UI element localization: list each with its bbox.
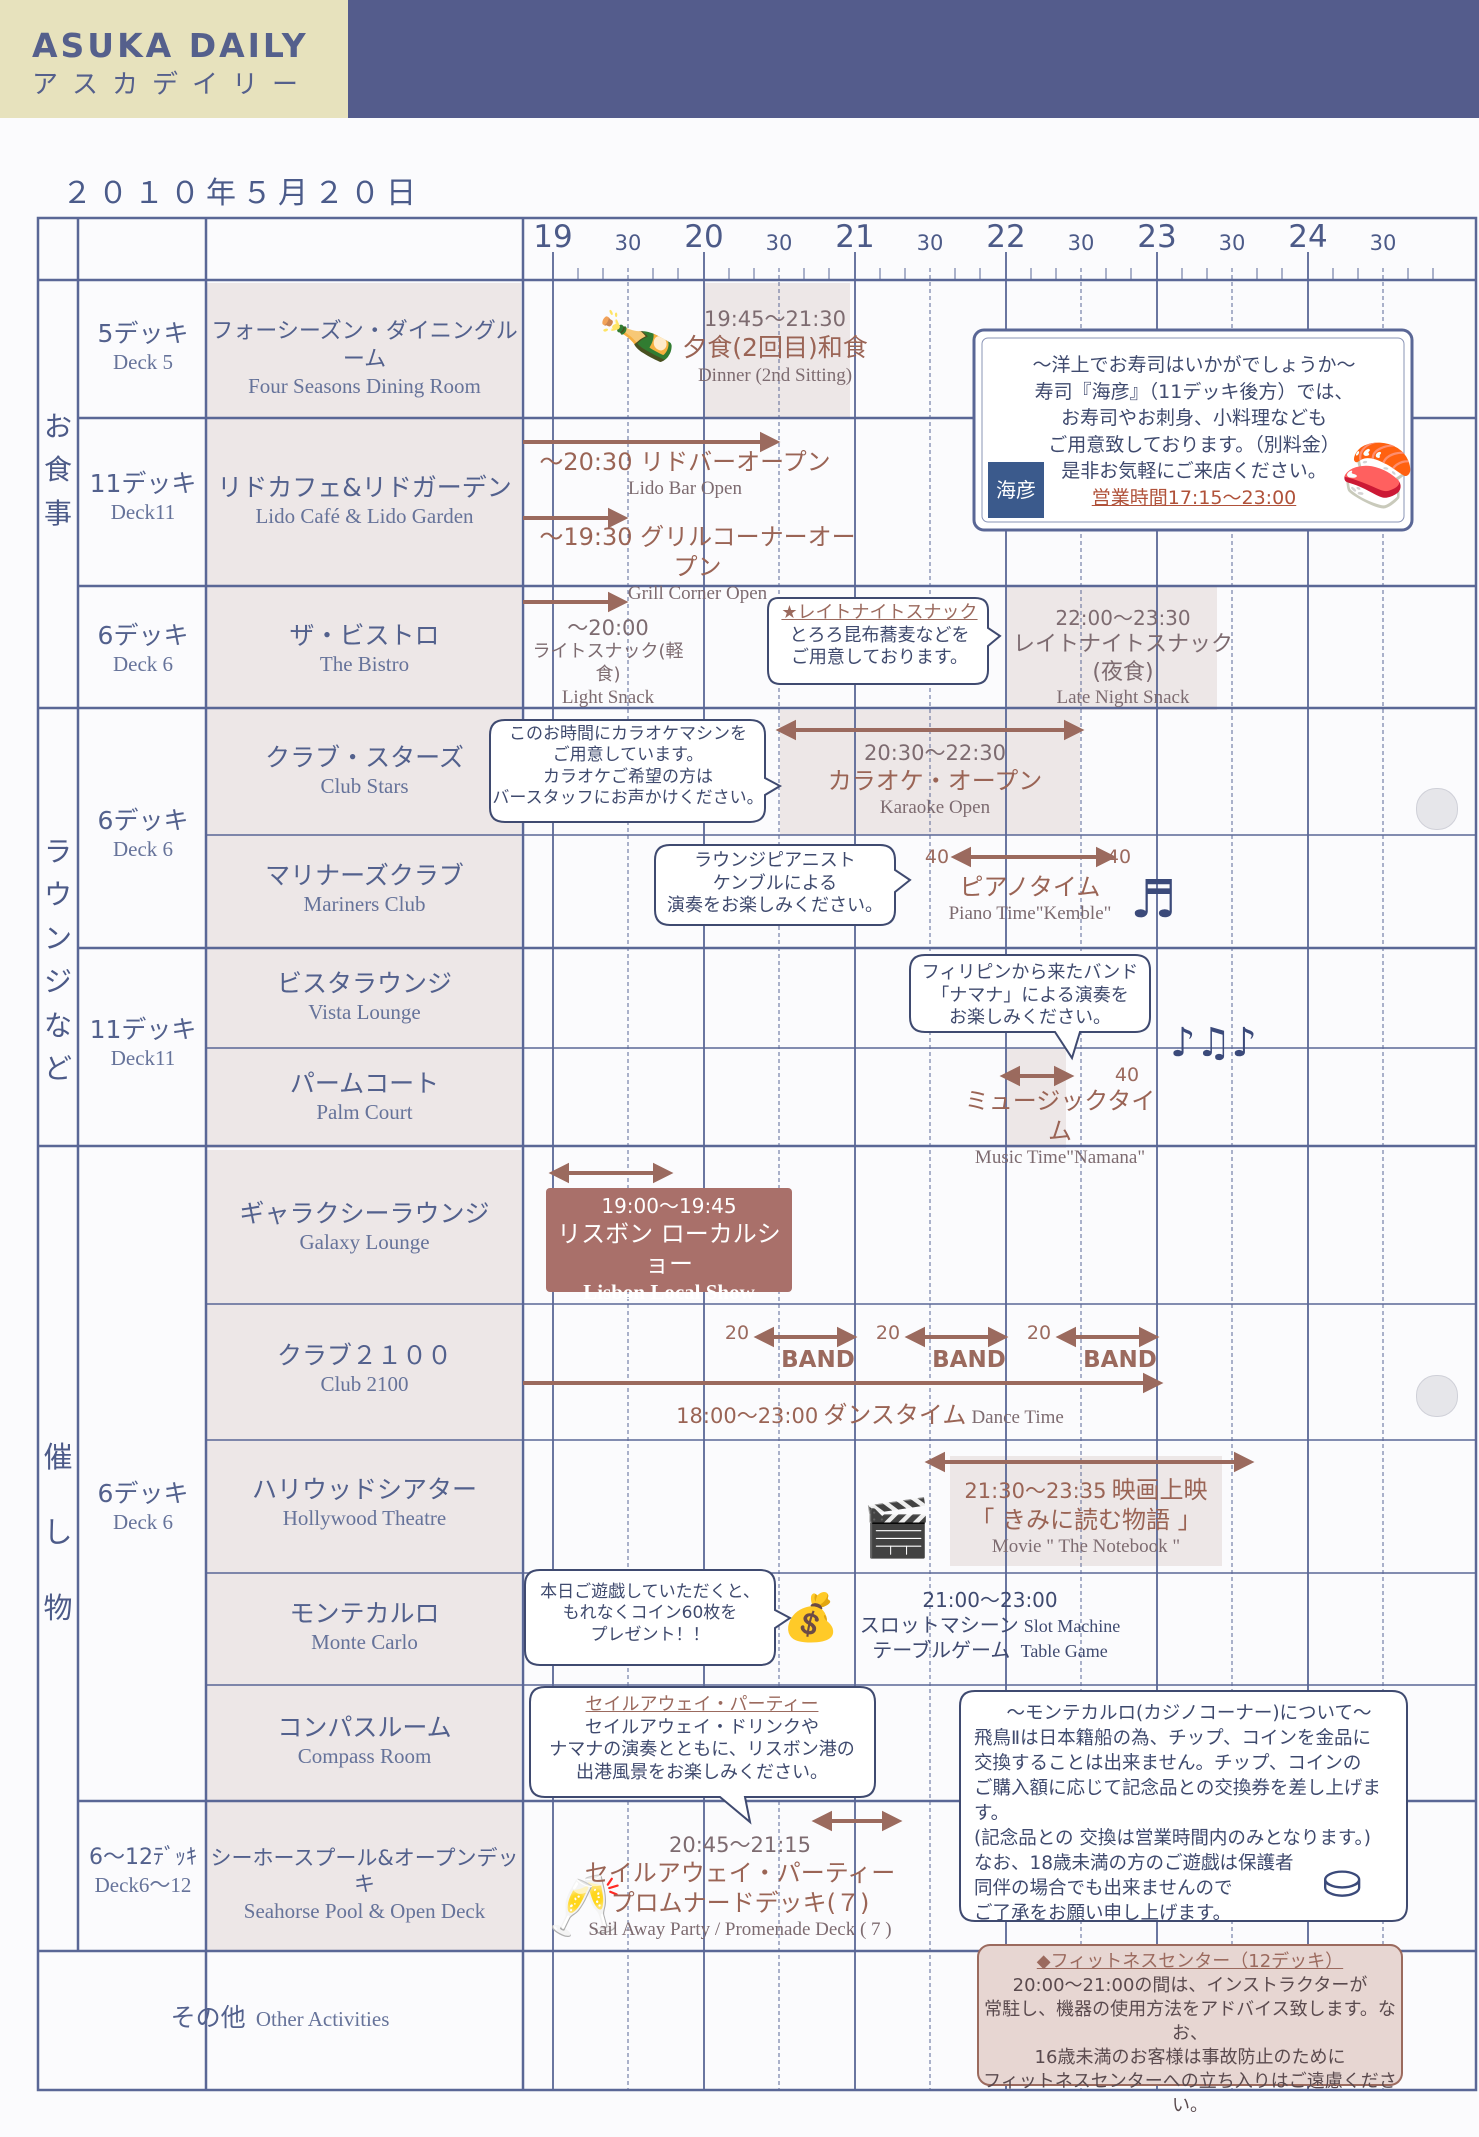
minute-label: 30	[916, 231, 944, 255]
lisbon-show-event: 19:00～19:45 リスボン ローカルショー Lisbon Local Sh…	[557, 1194, 781, 1304]
karaoke-event: 20:30～22:30 カラオケ・オープン Karaoke Open	[827, 741, 1043, 819]
sailaway-note: セイルアウェイ・パーティーセイルアウェイ・ドリンクやナマナの演奏とともに、リスボ…	[549, 1694, 855, 1783]
bistro-light-event: ～20:00 ライトスナック(軽食) Light Snack	[532, 616, 684, 709]
movie-event: 21:30～23:35 映画上映 「 きみに読む物語 」 Movie " The…	[964, 1476, 1208, 1557]
grill-event: ～19:30 グリルコーナーオープン Grill Corner Open	[539, 523, 856, 604]
pianist-note: ラウンジピアニストケンブルによる演奏をお楽しみください。	[667, 850, 883, 916]
event-arrows	[523, 431, 1255, 1832]
minute-label: 30	[1067, 231, 1095, 255]
band-start: 20	[1026, 1322, 1052, 1344]
hour-label: 24	[1288, 219, 1328, 255]
category-lounges: ラウンジなど	[43, 835, 72, 1085]
lido-bar-event: ～20:30 リドバーオープン Lido Bar Open	[539, 448, 831, 499]
coin-bag-icon: 💰	[782, 1590, 840, 1644]
band-start: 20	[724, 1322, 750, 1344]
piano-start: 40	[924, 846, 950, 868]
band-start: 20	[875, 1322, 901, 1344]
hour-label: 21	[835, 219, 875, 255]
other-activities-label: その他 Other Activities	[170, 2003, 390, 2032]
champagne-glass-icon: 🥂	[548, 1871, 623, 1941]
hour-label: 19	[533, 219, 573, 255]
piano-end: 40	[1106, 846, 1132, 868]
sushi-note: ～洋上でお寿司はいかがでしょうか～寿司『海彦』（11デッキ後方）では、お寿司やお…	[1032, 354, 1356, 509]
bistro-late-event: 22:00～23:30 レイトナイトスナック(夜食) Late Night Sn…	[1012, 606, 1233, 708]
category-dining: お食事	[43, 410, 72, 530]
karaoke-note: このお時間にカラオケマシンをご用意しています。カラオケご希望の方はバースタッフに…	[492, 724, 764, 808]
band-note: フィリピンから来たバンド「ナマナ」による演奏をお楽しみください。	[921, 962, 1139, 1028]
casino-chips-icon: ⛀	[1322, 1853, 1363, 1909]
sushi-dish-icon: 🍣	[1340, 441, 1415, 511]
dance-event: 18:00～23:00 ダンスタイム Dance Time	[676, 1401, 1064, 1429]
fitness-note: ◆フィットネスセンター（12デッキ）20:00～21:00の間は、インストラクタ…	[983, 1951, 1397, 2116]
lisbon-show-box	[546, 1188, 792, 1292]
late-snack-note: ★レイトナイトスナックとろろ昆布蕎麦などをご用意しております。	[781, 602, 978, 668]
callout-shapes	[489, 328, 1414, 2086]
minute-label: 30	[614, 231, 642, 255]
coins-note: 本日ご遊戯していただくと、もれなくコイン60枚をプレゼント！！	[540, 1582, 760, 1645]
music-notes-icon: ♪♫♪	[1170, 1020, 1257, 1066]
hour-label: 20	[684, 219, 724, 255]
slot-event: 21:00～23:00 スロットマシーン Slot Machine テーブルゲー…	[859, 1588, 1121, 1662]
brand-subtitle: アスカデイリー	[32, 70, 313, 100]
grand-piano-icon: ♬	[1130, 870, 1177, 930]
music-end: 40	[1114, 1064, 1140, 1086]
band-label: BAND	[781, 1347, 855, 1373]
sushi-logo-text: 海彦	[996, 478, 1036, 502]
hour-label: 23	[1137, 219, 1177, 255]
binder-hole	[1416, 1375, 1458, 1417]
band-label: BAND	[1083, 1347, 1157, 1373]
sushi-logo	[988, 462, 1044, 518]
clapperboard-icon: 🎬	[862, 1496, 932, 1561]
binder-hole	[1416, 788, 1458, 830]
sailaway-event: 20:45～21:15 セイルアウェイ・パーティー プロムナードデッキ(７) S…	[584, 1833, 896, 1941]
piano-event: ピアノタイム Piano Time"Kemble"	[948, 873, 1112, 924]
casino-note: ～モンテカルロ(カジノコーナー)について～飛鳥Ⅱは日本籍船の為、チップ、コインを…	[974, 1703, 1381, 1924]
band-label: BAND	[932, 1347, 1006, 1373]
minute-label: 30	[1369, 231, 1397, 255]
page-date: ２０１０年５月２０日	[62, 176, 422, 211]
hour-label: 22	[986, 219, 1026, 255]
dinner-event: 19:45～21:30 夕食(2回目)和食 Dinner (2nd Sittin…	[682, 307, 868, 386]
header-brand-box	[0, 0, 348, 118]
music-event: ミュージックタイム Music Time"Namana"	[964, 1087, 1156, 1168]
brand-title: ASUKA DAILY	[32, 26, 309, 65]
minute-label: 30	[1218, 231, 1246, 255]
minute-label: 30	[765, 231, 793, 255]
category-events: 催し物	[43, 1440, 73, 1625]
header-right-box	[348, 0, 1479, 118]
